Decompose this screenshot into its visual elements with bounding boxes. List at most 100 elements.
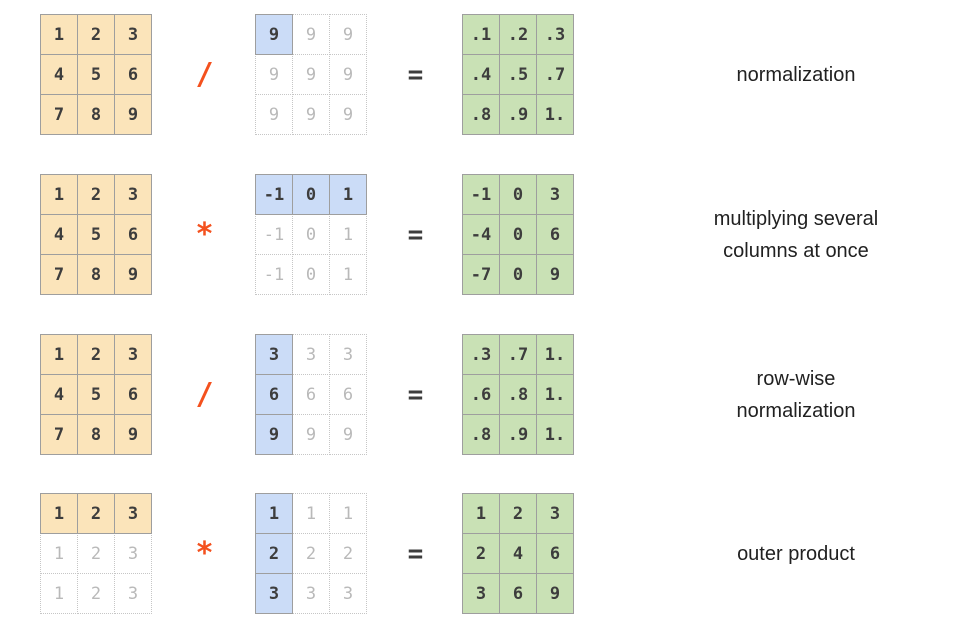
matrix-cell: .9 [499,94,537,135]
matrix-cell-broadcast: 9 [255,94,293,135]
matrix-cell-broadcast: 6 [329,374,367,415]
matrix-cell-broadcast: 1 [292,493,330,534]
matrix-cell: 1 [40,334,78,375]
matrix-cell-broadcast: 3 [114,573,152,614]
matrix-cell: 6 [114,54,152,95]
matrix-cell-broadcast: 9 [329,14,367,55]
matrix-cell-broadcast: 2 [292,533,330,574]
matrix-cell: 6 [536,214,574,255]
matrix-cell-broadcast: 9 [329,414,367,455]
matrix-cell: 1 [462,493,500,534]
matrix-cell: .8 [499,374,537,415]
matrix-cell-broadcast: 9 [292,54,330,95]
matrix-cell: 6 [499,573,537,614]
matrix-cell: 3 [114,493,152,534]
matrix-cell-broadcast: 3 [292,573,330,614]
matrix-cell: 1. [536,374,574,415]
matrix-cell-broadcast: 9 [292,414,330,455]
matrix-cell: 6 [114,214,152,255]
row-label-wrap: multiplying several columns at once [576,203,966,267]
operator-symbol: / [195,376,214,412]
matrix-cell-broadcast: 9 [329,54,367,95]
matrix-cell: 4 [40,374,78,415]
matrix-cell: -1 [462,174,500,215]
matrix-cell: 6 [114,374,152,415]
matrix-row: .4.5.7 [462,54,576,95]
matrix-cell: 9 [114,94,152,135]
matrix-row: .1.2.3 [462,14,576,55]
matrix-cell: -4 [462,214,500,255]
matrix-cell: .6 [462,374,500,415]
matrix-cell: .7 [499,334,537,375]
matrix-cell-broadcast: 2 [77,573,115,614]
matrix-cell: 2 [77,493,115,534]
matrix-cell: .5 [499,54,537,95]
matrix-cell: 9 [114,414,152,455]
matrix-cell-broadcast: 1 [329,493,367,534]
matrix-cell-broadcast: 2 [329,533,367,574]
operator-symbol: / [195,56,214,92]
operator-symbol: * [195,216,214,252]
matrix-cell: 7 [40,254,78,295]
matrix-cell: 0 [499,254,537,295]
matrix-cell-broadcast: 1 [329,214,367,255]
matrix-cell-broadcast: 1 [40,573,78,614]
matrix-cell: 2 [499,493,537,534]
matrix-cell: 0 [499,174,537,215]
matrix-cell: 2 [77,174,115,215]
matrix-cell: 7 [40,94,78,135]
matrix-cell: 3 [255,334,293,375]
matrix-cell: 9 [255,414,293,455]
row-label: multiplying several columns at once [713,207,879,262]
matrix-cell: 3 [114,14,152,55]
matrix-cell: -7 [462,254,500,295]
matrix-cell: 2 [77,334,115,375]
matrix-cell-broadcast: 3 [329,334,367,375]
row-label-wrap: normalization [576,59,966,91]
matrix-cell: 8 [77,254,115,295]
row-label: outer product [737,542,855,565]
matrix-cell: 4 [40,54,78,95]
matrix-cell: 1 [329,174,367,215]
matrix-cell: 1 [255,493,293,534]
matrix-cell: 5 [77,54,115,95]
matrix-cell-broadcast: 9 [292,94,330,135]
matrix-cell: .2 [499,14,537,55]
matrix-cell: 1 [40,174,78,215]
matrix-cell-broadcast: 9 [255,54,293,95]
matrix-cell: 3 [255,573,293,614]
matrix-cell-broadcast: 0 [292,254,330,295]
matrix-cell-broadcast: -1 [255,214,293,255]
operator-symbol: * [195,535,214,571]
matrix-cell-broadcast: 2 [77,533,115,574]
matrix-cell: .9 [499,414,537,455]
matrix-cell: 1. [536,414,574,455]
matrix-cell: 1. [536,334,574,375]
matrix-cell-broadcast: 3 [292,334,330,375]
matrix-cell: 1 [40,14,78,55]
